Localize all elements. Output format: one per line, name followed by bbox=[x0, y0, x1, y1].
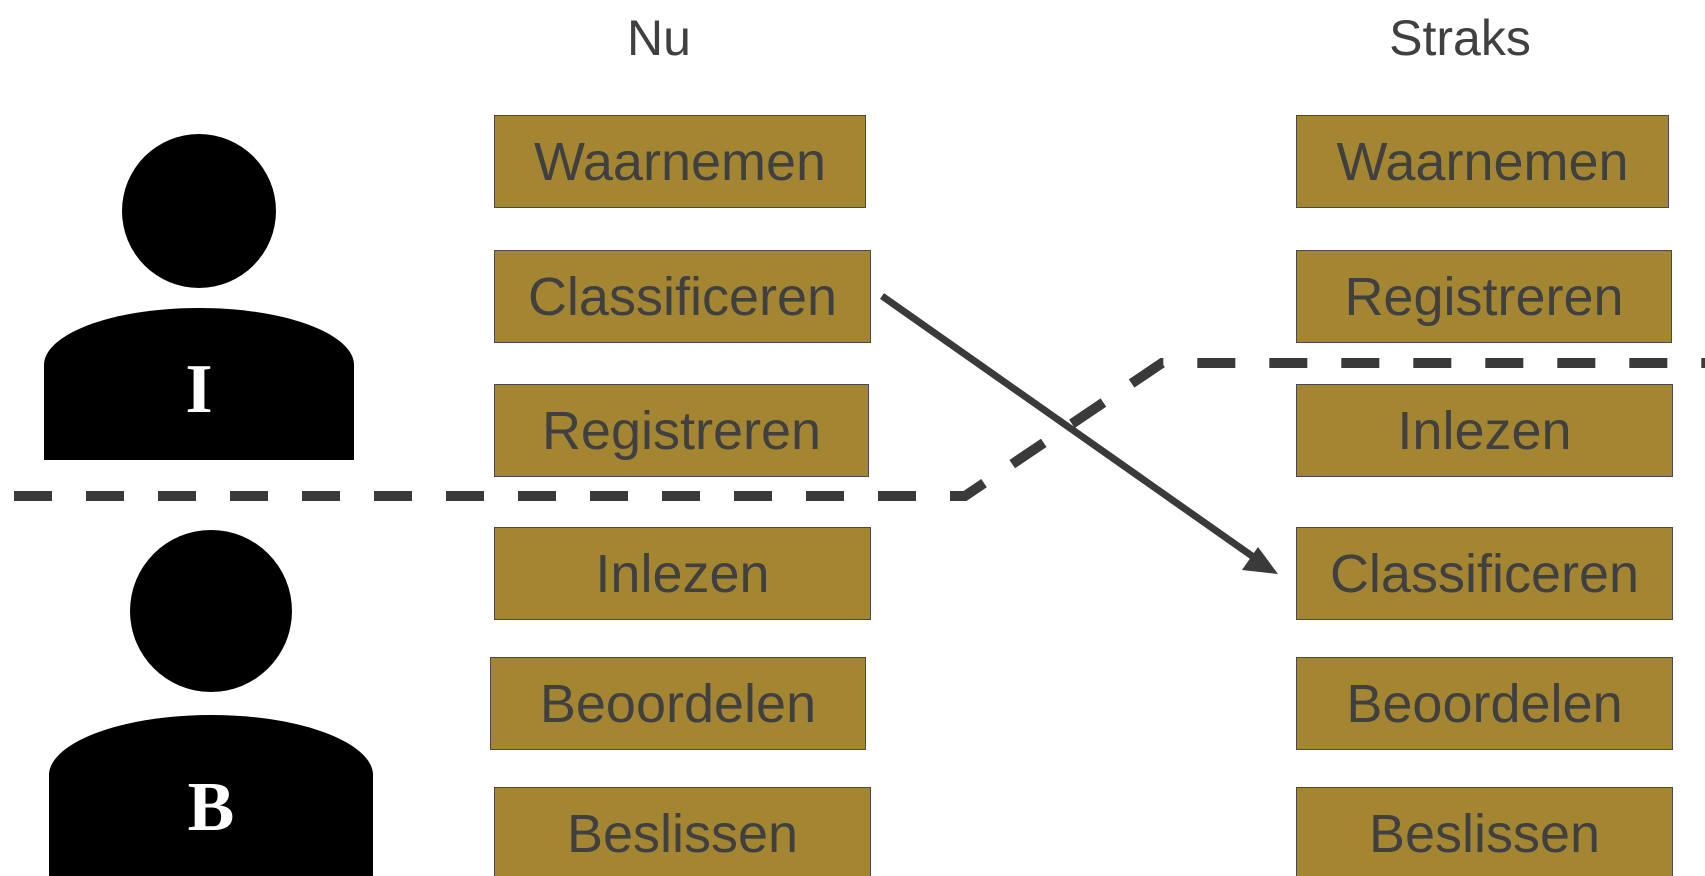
now-step-5: Beoordelen bbox=[490, 657, 866, 750]
later-step-6: Beslissen bbox=[1296, 787, 1673, 876]
column-title-later: Straks bbox=[1389, 10, 1531, 66]
later-step-1: Waarnemen bbox=[1296, 115, 1669, 208]
now-step-4: Inlezen bbox=[494, 527, 871, 620]
later-step-2: Registreren bbox=[1296, 250, 1672, 343]
later-step-5: Beoordelen bbox=[1296, 657, 1673, 750]
now-step-2: Classificeren bbox=[494, 250, 871, 343]
now-step-6: Beslissen bbox=[494, 787, 871, 876]
column-title-now: Nu bbox=[627, 10, 691, 66]
now-step-1: Waarnemen bbox=[494, 115, 866, 208]
person-top-label: I bbox=[185, 351, 212, 428]
now-step-3: Registreren bbox=[494, 384, 869, 477]
person-top-icon: I bbox=[44, 134, 354, 460]
later-step-3: Inlezen bbox=[1296, 384, 1673, 477]
classify-move-arrow bbox=[879, 293, 1265, 566]
person-bottom-label: B bbox=[188, 769, 235, 846]
arrowhead-icon bbox=[1242, 547, 1278, 574]
person-bottom-icon: B bbox=[49, 530, 373, 876]
later-step-4: Classificeren bbox=[1296, 527, 1673, 620]
